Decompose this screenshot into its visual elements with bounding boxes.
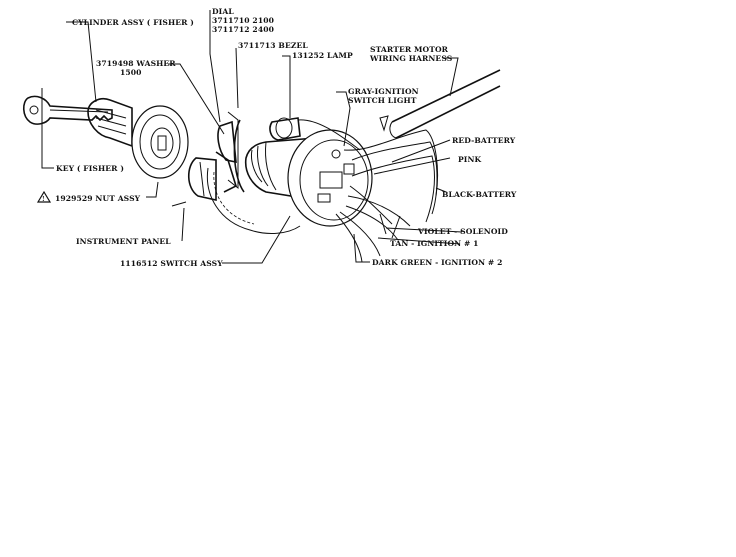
label-bezel: 3711713 BEZEL xyxy=(238,41,308,50)
lamp-drawing xyxy=(269,117,361,151)
harness-drawing xyxy=(335,69,501,263)
bezel-drawing xyxy=(217,111,245,193)
label-dial: DIAL xyxy=(212,7,234,16)
label-instrument-panel: INSTRUMENT PANEL xyxy=(76,237,171,246)
label-switch-light: SWITCH LIGHT xyxy=(348,96,417,105)
label-key: KEY ( FISHER ) xyxy=(56,164,124,173)
label-lamp: 131252 LAMP xyxy=(292,51,353,60)
label-dial-part-1: 3711710 2100 xyxy=(212,16,274,25)
label-wiring-harness: WIRING HARNESS xyxy=(369,54,453,63)
label-starter-motor: STARTER MOTOR xyxy=(370,45,449,54)
label-black-battery: BLACK-BATTERY xyxy=(442,190,517,199)
nut-drawing xyxy=(187,157,217,201)
label-tan-ignition: TAN - IGNITION # 1 xyxy=(390,239,479,248)
label-red-battery: RED-BATTERY xyxy=(452,136,516,145)
label-gray-ignition: GRAY-IGNITION xyxy=(348,87,419,96)
label-dark-green-ignition: DARK GREEN - IGNITION # 2 xyxy=(372,258,503,267)
cylinder-drawing xyxy=(87,97,189,179)
label-switch-assy: 1116512 SWITCH ASSY xyxy=(120,259,223,268)
warning-triangle-icon: ! xyxy=(36,190,52,203)
leader-lines xyxy=(41,10,463,264)
label-pink: PINK xyxy=(458,155,482,164)
label-washer: 3719498 WASHER xyxy=(96,59,176,68)
label-dial-part-2: 3711712 2400 xyxy=(212,25,274,34)
svg-text:!: ! xyxy=(42,196,45,203)
instrument-panel-drawing xyxy=(206,151,301,234)
label-cylinder: CYLINDER ASSY ( FISHER ) xyxy=(72,18,194,27)
key-drawing xyxy=(22,95,113,125)
label-violet-solenoid: VIOLET - SOLENOID xyxy=(417,227,508,236)
labels: CYLINDER ASSY ( FISHER ) DIAL 3711710 21… xyxy=(55,7,517,268)
label-washer-size: 1500 xyxy=(120,68,142,77)
switch-body-drawing xyxy=(244,129,373,227)
label-nut: 1929529 NUT ASSY xyxy=(55,194,141,203)
